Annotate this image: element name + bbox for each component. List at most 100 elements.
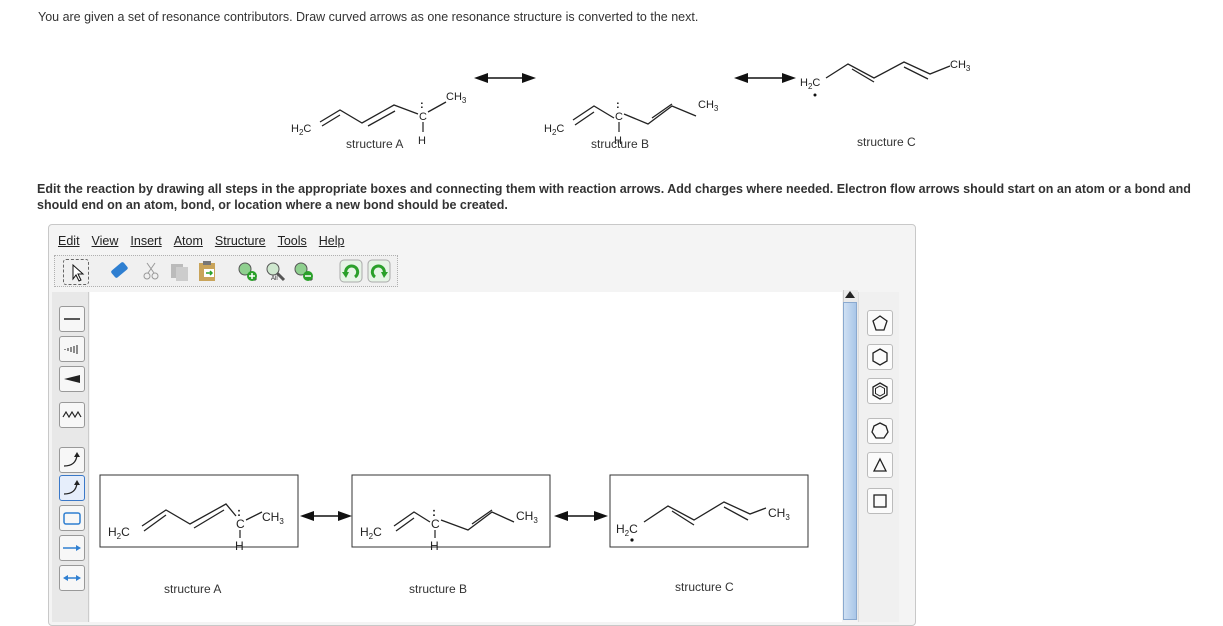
eraser-icon (111, 262, 128, 278)
scrollbar-thumb[interactable] (843, 302, 857, 620)
resonance-arrow-icon (63, 575, 81, 581)
svg-text:CH3: CH3 (516, 509, 538, 525)
scroll-up-icon[interactable] (845, 291, 855, 298)
reference-structures: H2C C : H CH3 H2C C : H CH3 H2C (291, 59, 971, 147)
copy-button[interactable] (167, 259, 191, 283)
cyclopropane-icon (872, 457, 888, 472)
structure-c-label: structure C (857, 135, 916, 149)
canvas-structure-a-label: structure A (164, 582, 222, 596)
menu-structure[interactable]: Structure (214, 234, 266, 248)
canvas-structures: H2C C : H CH3 H2C C : H CH3 (99, 474, 809, 553)
svg-text:H2C: H2C (544, 123, 564, 137)
canvas-structure-b-label: structure B (409, 582, 468, 596)
curved-arrow-double-icon (63, 480, 80, 495)
resonance-arrow-button[interactable] (59, 565, 85, 591)
cyclohexane-icon (872, 348, 888, 366)
editor-menubar: Edit View Insert Atom Structure Tools He… (52, 232, 351, 252)
zoom-out-button[interactable] (291, 259, 315, 283)
benzene-icon (872, 382, 888, 400)
paste-button[interactable] (195, 259, 219, 283)
instruction-line-2: Edit the reaction by drawing all steps i… (37, 182, 1191, 212)
copy-icon (171, 264, 188, 281)
hashed-bond-icon (64, 345, 78, 354)
benzene-button[interactable] (867, 378, 893, 404)
cycloheptane-button[interactable] (867, 418, 893, 444)
svg-text:H2C: H2C (291, 123, 311, 137)
curved-arrow-single-icon (63, 452, 80, 467)
resonance-arrow-bc (734, 73, 796, 83)
zoom-all-button[interactable]: All (263, 259, 287, 283)
cyclopentane-button[interactable] (867, 310, 893, 336)
menu-help[interactable]: Help (318, 234, 345, 248)
paste-icon (199, 261, 215, 281)
svg-text::: : (432, 505, 436, 519)
menu-insert[interactable]: Insert (130, 234, 162, 248)
curved-arrow-double-button[interactable] (59, 475, 85, 501)
redo-button[interactable] (367, 259, 391, 283)
wedge-bond-icon (64, 375, 80, 383)
wedge-bond-button[interactable] (59, 366, 85, 392)
drawing-canvas[interactable]: H2C C : H CH3 H2C C : H CH3 (90, 292, 842, 622)
undo-button[interactable] (339, 259, 363, 283)
svg-text:CH3: CH3 (446, 91, 467, 105)
wavy-bond-icon (62, 410, 82, 419)
cut-button[interactable] (139, 259, 163, 283)
svg-text::: : (616, 99, 620, 111)
left-toolbar (52, 292, 89, 622)
scissors-icon (143, 262, 159, 280)
svg-text::: : (237, 505, 241, 519)
svg-text:H2C: H2C (360, 525, 382, 541)
svg-text:H2C: H2C (108, 525, 130, 541)
svg-text::: : (420, 99, 424, 111)
svg-text:H2C: H2C (800, 77, 820, 91)
box-icon (63, 512, 81, 525)
canvas-structure-c-label: structure C (675, 580, 734, 594)
structure-b-box (351, 474, 551, 548)
cyclopentane-icon (872, 315, 888, 331)
eraser-button[interactable] (107, 259, 131, 283)
cyclopropane-button[interactable] (867, 452, 893, 478)
select-icon (72, 263, 85, 282)
single-bond-button[interactable] (59, 306, 85, 332)
menu-view[interactable]: View (91, 234, 119, 248)
single-bond-icon (64, 318, 80, 320)
undo-icon (339, 259, 363, 283)
editor-toolbar: All (54, 255, 398, 287)
structure-a-top: H2C C : H CH3 (291, 91, 467, 147)
cyclobutane-button[interactable] (867, 488, 893, 514)
structure-b-label: structure B (591, 137, 650, 151)
curved-arrow-single-button[interactable] (59, 447, 85, 473)
svg-text:CH3: CH3 (950, 59, 971, 73)
right-toolbar (858, 292, 899, 622)
svg-text:C: C (419, 111, 427, 123)
instruction-line-1: You are given a set of resonance contrib… (38, 10, 699, 24)
zoom-all-icon: All (266, 262, 286, 282)
svg-text:CH3: CH3 (768, 506, 790, 522)
svg-text:H2C: H2C (616, 522, 638, 538)
wavy-bond-button[interactable] (59, 402, 85, 428)
structure-c-top: H2C CH3 (800, 59, 971, 97)
structure-b-top: H2C C : H CH3 (544, 99, 719, 147)
reaction-arrow-icon (63, 545, 81, 551)
select-tool-button[interactable] (63, 259, 89, 285)
menu-edit[interactable]: Edit (58, 234, 80, 248)
box-tool-button[interactable] (59, 505, 85, 531)
hashed-bond-button[interactable] (59, 336, 85, 362)
structure-b-canvas: H2C C : H CH3 (360, 505, 538, 553)
redo-icon (367, 259, 391, 283)
zoom-in-icon (238, 262, 258, 282)
resonance-arrow-ab (474, 73, 536, 83)
svg-text:H: H (430, 539, 439, 553)
menu-atom[interactable]: Atom (173, 234, 203, 248)
zoom-out-icon (294, 262, 314, 282)
structure-a-box (99, 474, 299, 548)
menu-tools[interactable]: Tools (277, 234, 307, 248)
structure-a-label: structure A (346, 137, 404, 151)
cyclohexane-button[interactable] (867, 344, 893, 370)
zoom-in-button[interactable] (235, 259, 259, 283)
svg-text:All: All (271, 276, 278, 282)
reaction-arrow-button[interactable] (59, 535, 85, 561)
cycloheptane-icon (871, 422, 889, 439)
svg-text:C: C (615, 111, 623, 123)
svg-text:CH3: CH3 (698, 99, 719, 113)
